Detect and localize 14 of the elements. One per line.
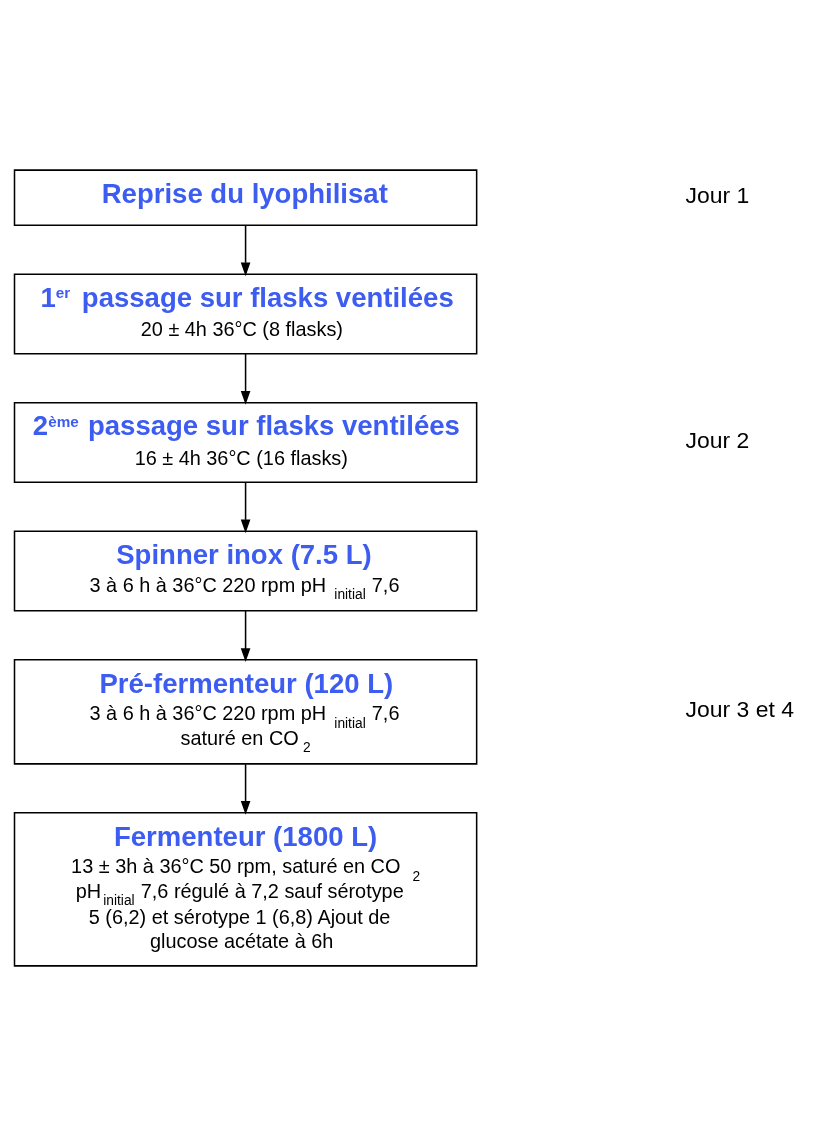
arrow xyxy=(240,763,251,815)
node-box: Spinner inox (7.5 L) 3 à 6 h à 36°C 220 rpm pH$_{initial}$ 7,6 xyxy=(13,530,478,612)
label: Jour 1 xyxy=(685,182,750,209)
label: Jour 2 xyxy=(685,426,750,453)
arrow xyxy=(240,224,251,277)
node-box: Pré-fermenteur (120 L) 3 à 6 h à 36°C 220 rpm pH$_{initial}$ 7,6 saturé en CO$_{2}$ xyxy=(13,659,478,765)
node-box: Reprise du lyophilisat xyxy=(13,169,478,226)
label: Jour 3 et 4 xyxy=(685,696,794,723)
arrow xyxy=(240,353,251,405)
node-box: Fermenteur (1800 L) 13 ± 3h à 36°C 50 rpm, saturé en CO$_{2}$ pH$_{initial}$ 7,6 régulé à 7,2 sauf sérotype 5 (6,2) et sérotype 1 (6,8) Ajout de glucose acétate à 6h xyxy=(13,812,478,967)
arrow xyxy=(240,610,251,663)
node-box: 1$^{er}$ passage sur flasks ventilées 20 ± 4h 36°C (8 flasks) xyxy=(13,273,478,355)
node-box: 2$^{ème}$ passage sur flasks ventilées 16 ± 4h 36°C (16 flasks) xyxy=(13,401,478,484)
arrow xyxy=(240,481,251,534)
